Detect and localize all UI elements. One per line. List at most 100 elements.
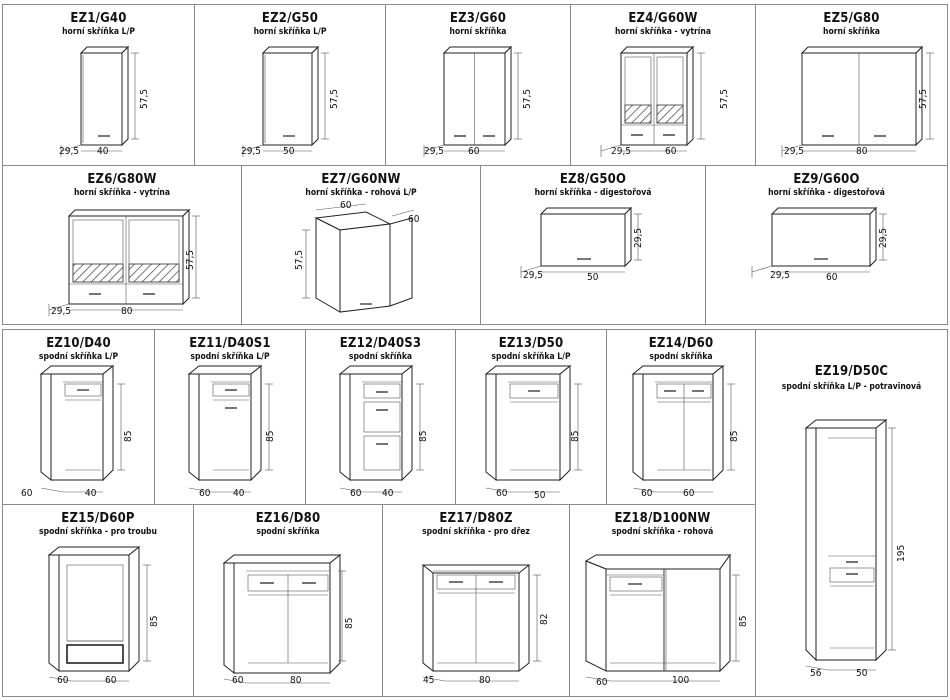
cabinet-drawing bbox=[48, 208, 200, 316]
width-label: 50 bbox=[587, 272, 599, 283]
height-label: 29,5 bbox=[633, 227, 644, 248]
height-label: 85 bbox=[265, 430, 276, 442]
width-label: 40 bbox=[233, 488, 245, 499]
cabinet-card-ez2: EZ2/G50 horní skříňka L/P 29,5 50 57,5 bbox=[194, 4, 386, 166]
depth-label: 29,5 bbox=[523, 270, 544, 281]
height-label: 82 bbox=[539, 613, 550, 625]
cabinet-drawing bbox=[600, 45, 705, 157]
height-label: 57,5 bbox=[719, 88, 730, 109]
cabinet-drawing bbox=[39, 364, 125, 493]
cabinet-code: EZ9/G60O bbox=[793, 172, 860, 187]
cabinet-drawing bbox=[781, 45, 934, 157]
cabinet-code: EZ14/D60 bbox=[648, 336, 714, 351]
height-label: 57,5 bbox=[329, 88, 340, 109]
cabinet-code: EZ16/D80 bbox=[255, 511, 321, 526]
height-label: 85 bbox=[123, 430, 134, 442]
cabinet-description: spodní skříňka - pro dřez bbox=[422, 527, 530, 537]
cabinet-card-ez15: EZ15/D60P spodní skříňka - pro troubu 60… bbox=[2, 504, 194, 697]
cabinet-drawing bbox=[584, 553, 740, 682]
depth-label: 60 bbox=[641, 488, 653, 499]
width-b-label: 60 bbox=[408, 214, 420, 225]
width-label: 80 bbox=[856, 146, 868, 157]
depth-label: 56 bbox=[810, 668, 822, 679]
cabinet-description: horní skříňka - vytrína bbox=[73, 188, 171, 198]
cabinet-card-ez17: EZ17/D80Z spodní skříňka - pro dřez 45 8… bbox=[382, 504, 570, 697]
cabinet-card-ez19: EZ19/D50C spodní skříňka L/P - potravino… bbox=[755, 329, 948, 697]
width-label: 40 bbox=[97, 146, 109, 157]
width-label: 60 bbox=[665, 146, 677, 157]
cabinet-description: spodní skříňka L/P bbox=[491, 352, 571, 362]
height-label: 85 bbox=[570, 430, 581, 442]
cabinet-description: spodní skříňka - pro troubu bbox=[39, 527, 157, 537]
cabinet-drawing bbox=[520, 206, 642, 278]
depth-label: 29,5 bbox=[784, 146, 805, 157]
cabinet-card-ez6: EZ6/G80W horní skříňka - vytrína 29,5 80… bbox=[2, 165, 242, 325]
width-label: 60 bbox=[683, 488, 695, 499]
cabinet-code: EZ13/D50 bbox=[498, 336, 564, 351]
cabinet-code: EZ2/G50 bbox=[261, 11, 319, 26]
cabinet-drawing bbox=[302, 203, 415, 313]
cabinet-card-ez3: EZ3/G60 horní skříňka 29,5 60 57,5 bbox=[385, 4, 571, 166]
cabinet-card-ez11: EZ11/D40S1 spodní skříňka L/P 60 40 85 bbox=[154, 329, 306, 505]
cabinet-drawing bbox=[423, 45, 522, 157]
height-label: 85 bbox=[149, 615, 160, 627]
height-label: 85 bbox=[729, 430, 740, 442]
cabinet-description: horní skříňka - digestořová bbox=[768, 188, 885, 198]
width-label: 50 bbox=[856, 668, 868, 679]
cabinet-description: spodní skříňka L/P - potravinová bbox=[781, 382, 922, 392]
cabinet-description: spodní skříňka L/P bbox=[190, 352, 270, 362]
width-label: 40 bbox=[382, 488, 394, 499]
cabinet-card-ez8: EZ8/G50O horní skříňka - digestořová 29,… bbox=[480, 165, 706, 325]
cabinet-card-ez5: EZ5/G80 horní skříňka 29,5 80 57,5 bbox=[755, 4, 948, 166]
height-label: 85 bbox=[418, 430, 429, 442]
cabinet-description: spodní skříňka bbox=[256, 527, 320, 537]
cabinet-card-ez12: EZ12/D40S3 spodní skříňka 60 40 85 bbox=[305, 329, 456, 505]
cabinet-drawing bbox=[47, 545, 151, 682]
cabinet-card-ez10: EZ10/D40 spodní skříňka L/P 60 40 85 bbox=[2, 329, 155, 505]
height-label: 85 bbox=[738, 615, 749, 627]
cabinet-description: spodní skříňka L/P bbox=[38, 352, 119, 362]
cabinet-drawing bbox=[187, 364, 273, 493]
cabinet-code: EZ12/D40S3 bbox=[339, 336, 422, 351]
depth-label: 29,5 bbox=[51, 306, 72, 317]
cabinet-code: EZ17/D80Z bbox=[439, 511, 513, 526]
cabinet-description: horní skříňka bbox=[449, 27, 507, 37]
height-label: 57,5 bbox=[139, 88, 150, 109]
depth-label: 29,5 bbox=[424, 146, 445, 157]
width-label: 80 bbox=[121, 306, 133, 317]
depth-label: 29,5 bbox=[611, 146, 632, 157]
depth-label: 60 bbox=[232, 675, 244, 686]
cabinet-code: EZ5/G80 bbox=[823, 11, 880, 26]
cabinet-code: EZ4/G60W bbox=[628, 11, 698, 26]
cabinet-description: horní skříňka L/P bbox=[253, 27, 327, 37]
cabinet-drawing bbox=[484, 364, 582, 493]
width-label: 80 bbox=[479, 675, 491, 686]
cabinet-description: spodní skříňka bbox=[649, 352, 713, 362]
cabinet-code: EZ11/D40S1 bbox=[189, 336, 271, 351]
depth-label: 29,5 bbox=[241, 146, 262, 157]
cabinet-code: EZ10/D40 bbox=[46, 336, 111, 351]
cabinet-drawing bbox=[222, 553, 346, 684]
depth-label: 60 bbox=[199, 488, 211, 499]
cabinet-drawing bbox=[804, 418, 896, 671]
cabinet-drawing bbox=[751, 206, 887, 278]
cabinet-code: EZ18/D100NW bbox=[614, 511, 711, 526]
cabinet-code: EZ7/G60NW bbox=[321, 172, 401, 187]
cabinet-description: horní skříňka - rohová L/P bbox=[305, 188, 417, 198]
height-label: 57,5 bbox=[294, 249, 305, 270]
width-label: 60 bbox=[468, 146, 480, 157]
depth-label: 60 bbox=[350, 488, 362, 499]
cabinet-description: spodní skříňka bbox=[348, 352, 413, 362]
cabinet-card-ez13: EZ13/D50 spodní skříňka L/P 60 50 85 bbox=[455, 329, 607, 505]
depth-label: 29,5 bbox=[59, 146, 80, 157]
cabinet-code: EZ1/G40 bbox=[70, 11, 127, 26]
cabinet-card-ez1: EZ1/G40 horní skříňka L/P 29,5 40 57,5 bbox=[2, 4, 195, 166]
depth-label: 29,5 bbox=[770, 270, 791, 281]
depth-label: 60 bbox=[596, 677, 608, 688]
depth-label: 60 bbox=[57, 675, 69, 686]
cabinet-description: horní skříňka - digestořová bbox=[534, 188, 652, 198]
cabinet-drawing bbox=[242, 45, 329, 157]
cabinet-description: spodní skříňka - rohová bbox=[611, 527, 714, 537]
width-label: 50 bbox=[283, 146, 295, 157]
cabinet-code: EZ8/G50O bbox=[559, 172, 627, 187]
